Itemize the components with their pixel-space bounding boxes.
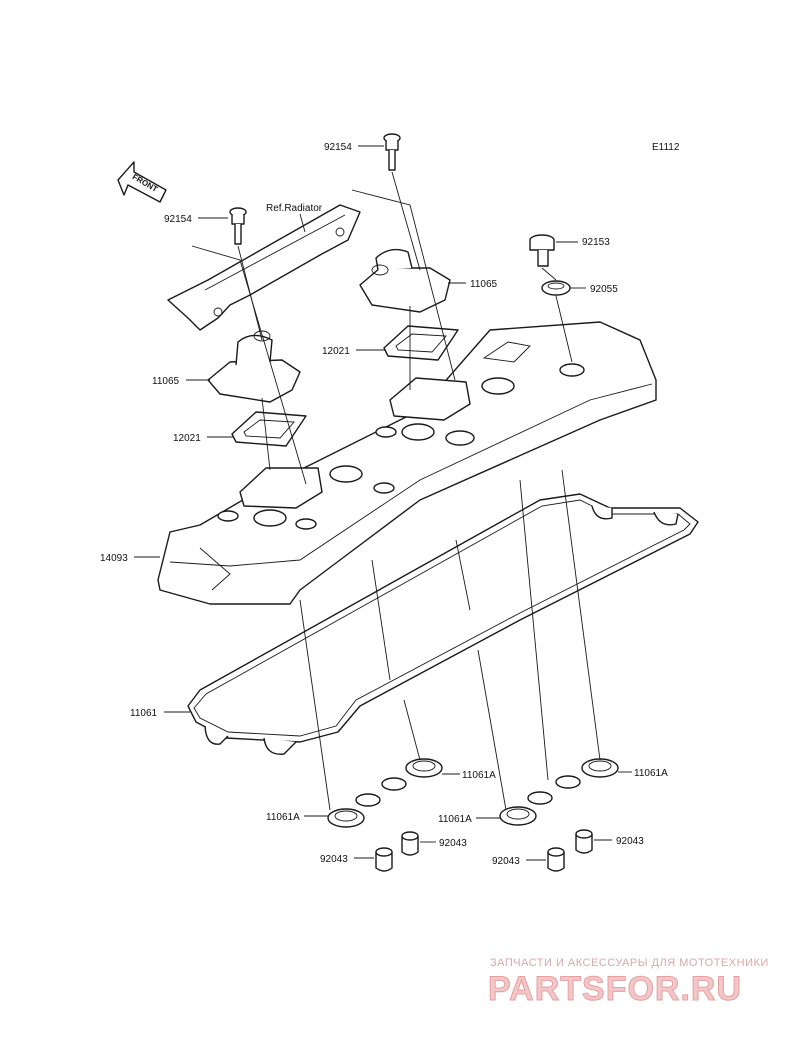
seal-11061A-2 (381, 758, 443, 791)
label-12021-left: 12021 (173, 433, 201, 444)
bolt-92154-left (229, 207, 247, 245)
washer-92055 (541, 280, 571, 296)
seal-11061A-1 (327, 793, 381, 828)
label-92153: 92153 (582, 237, 610, 248)
label-92043-1: 92043 (320, 854, 348, 865)
label-92043-2: 92043 (439, 838, 467, 849)
bolt-92153 (529, 234, 555, 267)
front-arrow-icon: FRONT (117, 161, 167, 203)
assembly-lines (191, 171, 601, 811)
label-11061A-2: 11061A (462, 770, 496, 781)
label-92043-4: 92043 (616, 836, 644, 847)
label-11061A-4: 11061A (634, 768, 668, 779)
breather-11065-left (207, 330, 301, 403)
label-92154-top: 92154 (324, 142, 352, 153)
label-11061A-1: 11061A (266, 812, 300, 823)
label-14093: 14093 (100, 553, 128, 564)
label-11061A-3: 11061A (438, 814, 472, 825)
seal-11061A-4 (555, 758, 619, 789)
label-92154-left: 92154 (164, 214, 192, 225)
plate-12021-left (231, 411, 307, 447)
bolt-92154-top (383, 133, 401, 171)
watermark-tagline: ЗАПЧАСТИ И АКСЕССУАРЫ ДЛЯ МОТОТЕХНИКИ (490, 957, 769, 969)
label-92043-3: 92043 (492, 856, 520, 867)
label-11061: 11061 (130, 708, 158, 719)
dowel-92043-2 (401, 831, 419, 856)
label-11065-right: 11065 (470, 279, 498, 290)
diagram-code: E1112 (652, 142, 680, 153)
gasket-11061 (187, 493, 699, 755)
dowel-92043-3 (547, 847, 565, 872)
watermark-brand: PARTSFOR.RU (488, 970, 742, 1008)
plate-12021-right (383, 325, 459, 361)
dowel-92043-1 (375, 847, 393, 872)
radiator-bracket (167, 204, 361, 331)
ref-radiator-label: Ref.Radiator (266, 203, 323, 214)
dowel-92043-4 (575, 829, 593, 854)
label-92055: 92055 (590, 284, 618, 295)
label-12021-right: 12021 (322, 346, 350, 357)
seal-11061A-3 (499, 791, 553, 826)
label-11065-left: 11065 (152, 376, 180, 387)
breather-11065-right (359, 248, 451, 313)
cylinder-head-cover-14093 (157, 321, 657, 605)
